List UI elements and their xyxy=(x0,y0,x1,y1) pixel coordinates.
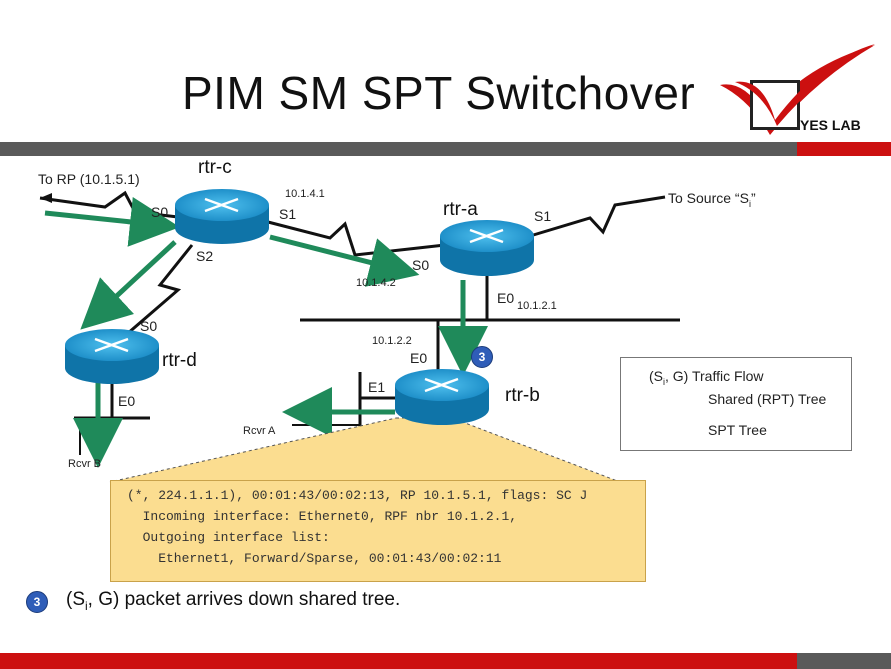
rtr-a-ip-e0-label: 10.1.2.1 xyxy=(517,300,557,312)
rcvr-b-label: Rcvr B xyxy=(68,458,101,470)
rtr-a-s1-label: S1 xyxy=(534,208,552,224)
mroute-line-4: Ethernet1, Forward/Sparse, 00:01:43/00:0… xyxy=(127,551,502,566)
rtr-d-label: rtr-d xyxy=(162,350,197,371)
legend-spt-label: SPT Tree xyxy=(708,422,767,438)
rtr-b-e1-label: E1 xyxy=(368,379,386,395)
router-rtr-b-icon xyxy=(395,369,489,425)
link-rtr-c-rtr-a xyxy=(267,220,446,257)
rtr-d-s0-label: S0 xyxy=(140,318,158,334)
rtr-c-s1-label: S1 xyxy=(279,206,297,222)
footer-bar-gray xyxy=(797,653,891,669)
link-rtr-a-to-source xyxy=(529,195,666,238)
legend: (Si, G) Traffic Flow Shared (RPT) Tree S… xyxy=(620,357,852,451)
mroute-line-1: (*, 224.1.1.1), 00:01:43/00:02:13, RP 10… xyxy=(127,488,588,503)
legend-shared-label: Shared (RPT) Tree xyxy=(708,391,827,407)
rcvr-a-label: Rcvr A xyxy=(243,425,276,437)
rtr-b-e0-label: E0 xyxy=(410,350,428,366)
footer-bar-red xyxy=(0,653,797,669)
step-note: (Si, G) packet arrives down shared tree. xyxy=(66,589,401,613)
rtr-a-e0-label: E0 xyxy=(497,290,515,306)
page-title: PIM SM SPT Switchover xyxy=(182,67,696,119)
mroute-line-3: Outgoing interface list: xyxy=(127,530,330,545)
mroute-line-2: Incoming interface: Ethernet0, RPF nbr 1… xyxy=(127,509,518,524)
link-rtr-c-rtr-d xyxy=(119,244,194,342)
mroute-output-box: (*, 224.1.1.1), 00:01:43/00:02:13, RP 10… xyxy=(110,480,646,582)
shared-arrow-rp-to-c xyxy=(44,197,180,247)
router-rtr-d-icon xyxy=(65,329,159,384)
header-bar-red xyxy=(797,142,891,156)
router-rtr-a-icon xyxy=(440,220,534,276)
rtr-c-s2-label: S2 xyxy=(196,248,214,264)
logo-check-stroke xyxy=(735,44,875,126)
rtr-a-ip-s0-label: 10.1.4.2 xyxy=(356,277,396,289)
to-source-label: To Source “Si” xyxy=(668,190,756,209)
header-bar-gray xyxy=(0,142,797,156)
step-3-badge: 3 xyxy=(471,346,493,368)
legend-title: (Si, G) Traffic Flow xyxy=(649,368,764,387)
rtr-c-ip-label: 10.1.4.1 xyxy=(285,188,325,200)
rtr-a-label: rtr-a xyxy=(443,199,478,220)
to-rp-label: To RP (10.1.5.1) xyxy=(38,171,140,187)
note-step-badge: 3 xyxy=(26,591,48,613)
callout-pointer xyxy=(109,417,621,483)
rtr-b-label: rtr-b xyxy=(505,385,540,406)
router-rtr-c-icon xyxy=(175,189,269,244)
rtr-b-ip-label: 10.1.2.2 xyxy=(372,335,412,347)
rtr-c-label: rtr-c xyxy=(198,157,232,178)
rtr-c-s0-label: S0 xyxy=(151,204,169,220)
rtr-d-e0-label: E0 xyxy=(118,393,136,409)
rtr-a-s0-label: S0 xyxy=(412,257,430,273)
shared-arrow-c-to-a xyxy=(269,234,420,287)
logo-text: YES LAB xyxy=(800,117,861,133)
shared-arrow-c-to-d xyxy=(80,240,177,330)
